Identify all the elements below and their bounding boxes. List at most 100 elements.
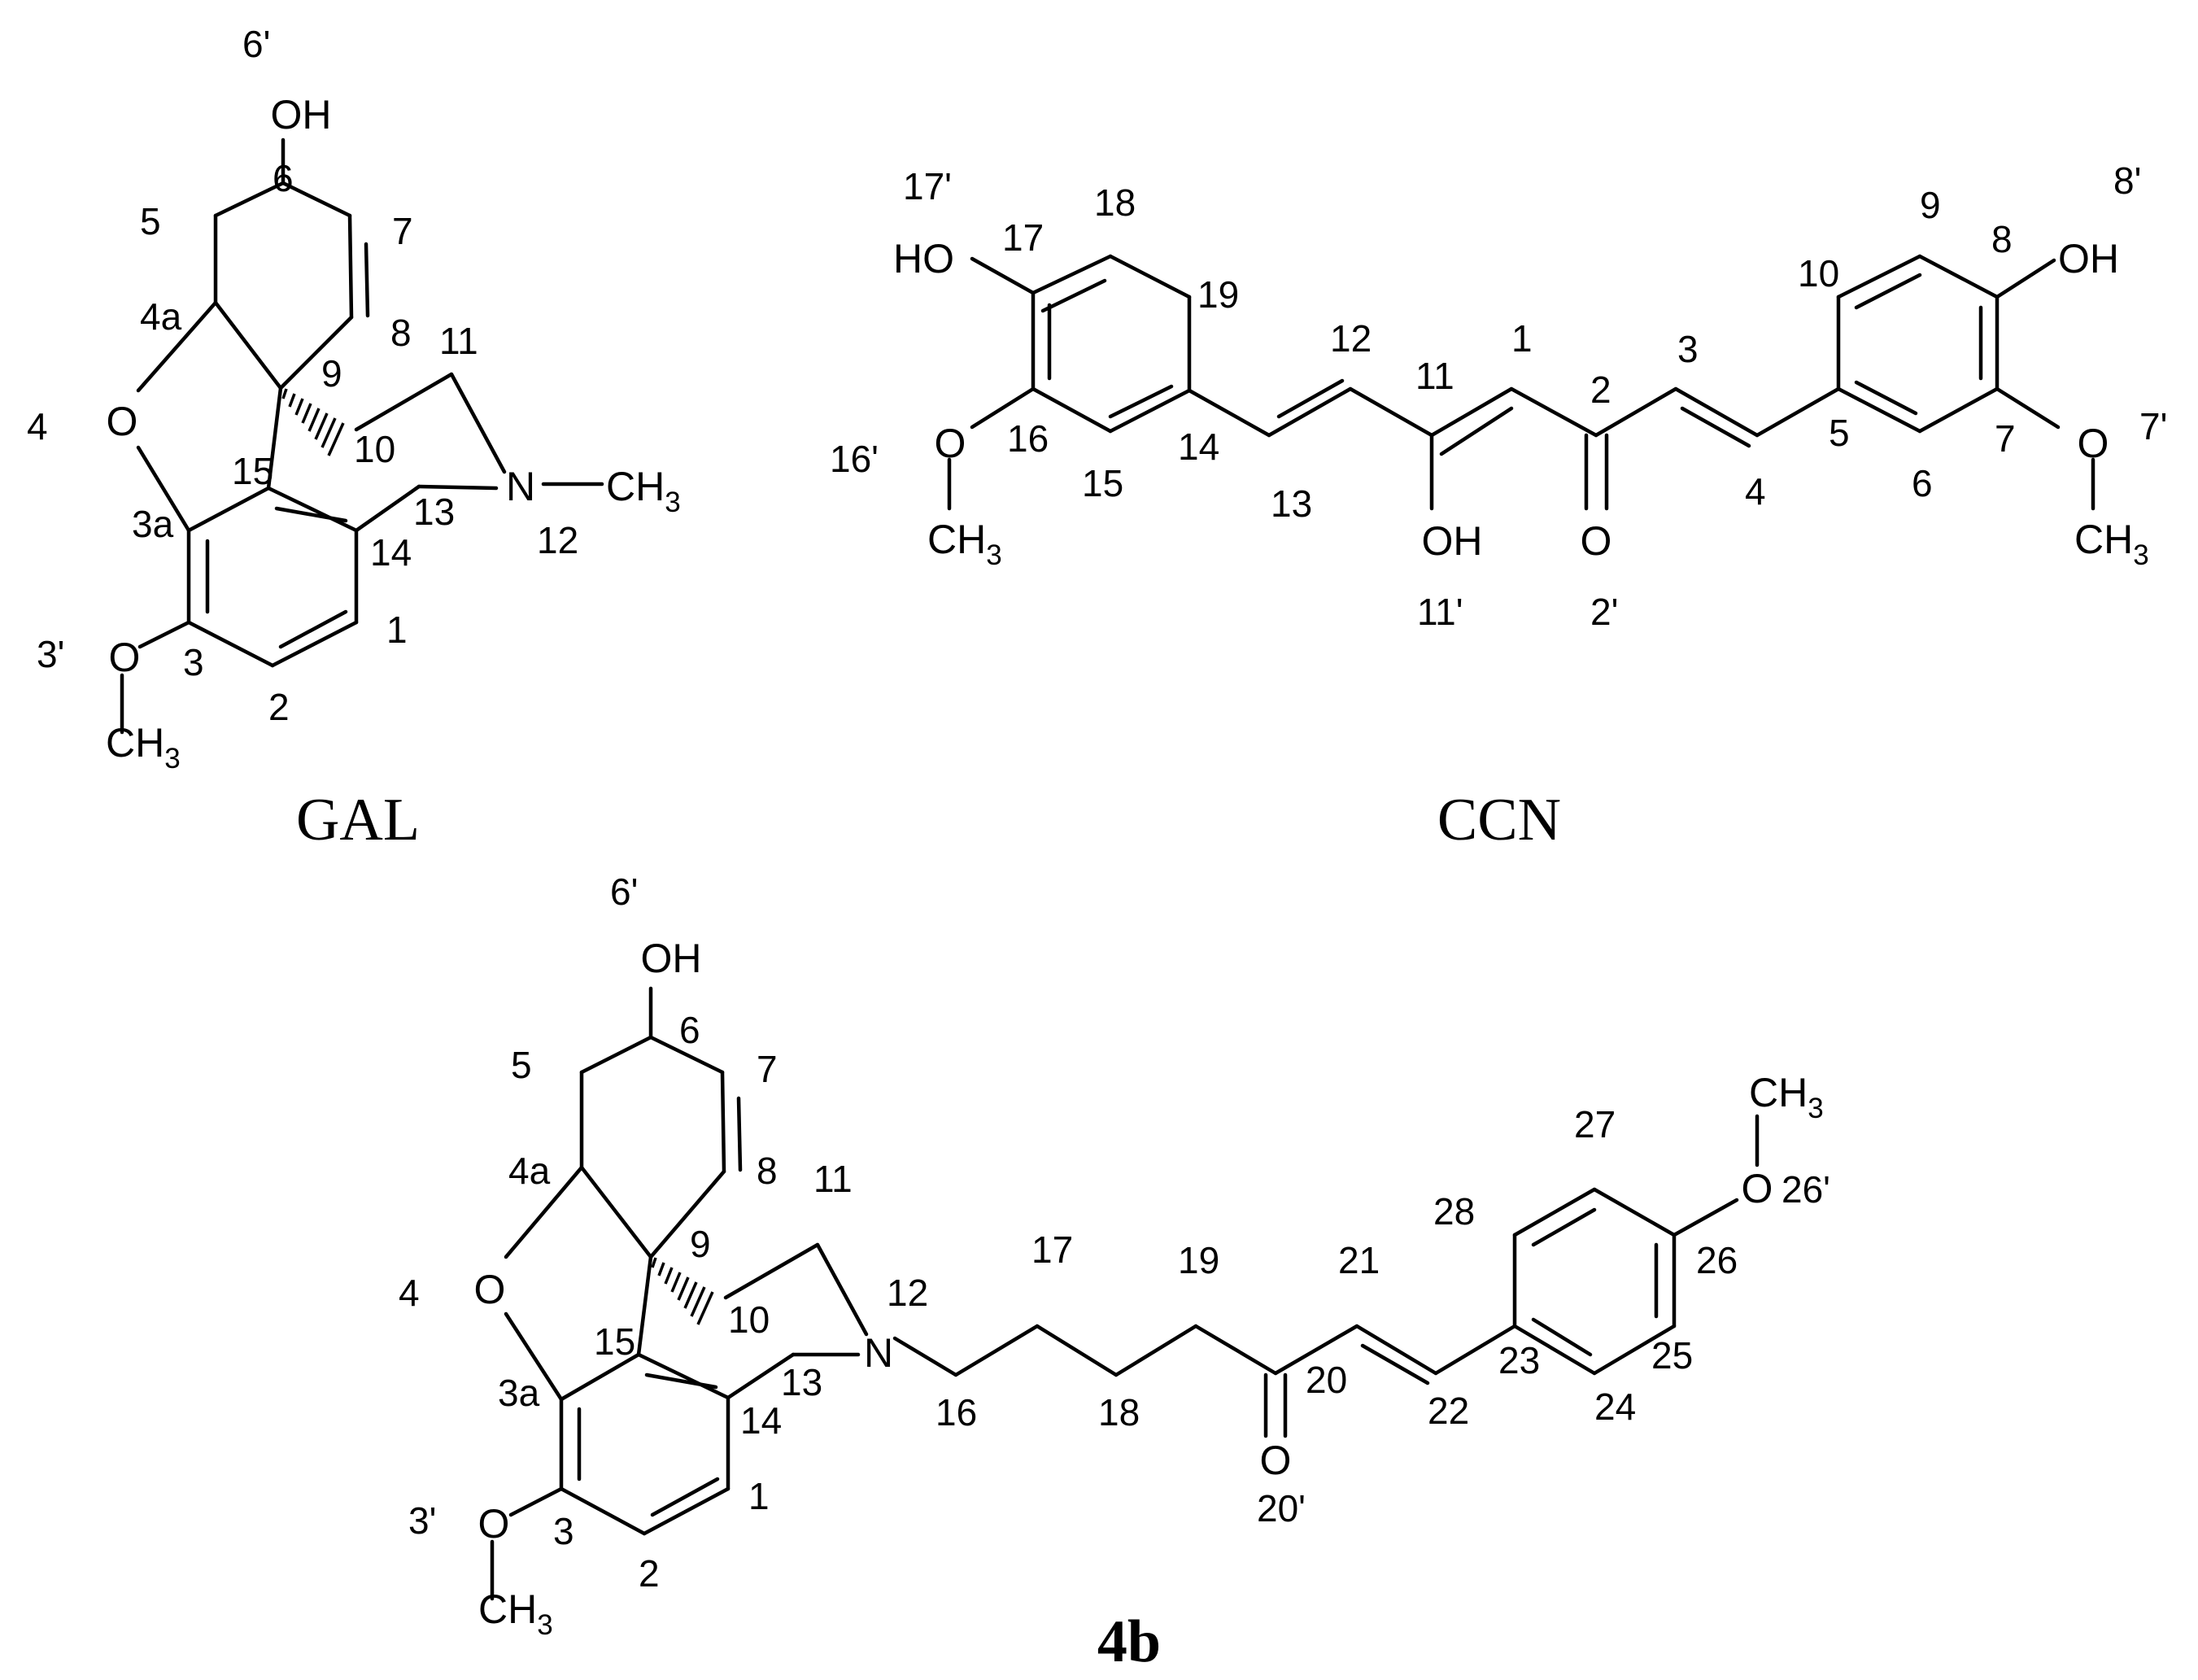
- gal-bond: [274, 506, 348, 523]
- gal-hashed-bond: [281, 388, 345, 456]
- cmp4b-bond: [953, 1324, 1040, 1377]
- cmp4b-atom-number: 17: [1031, 1228, 1073, 1271]
- ccn-left-methyl-label: CH3: [927, 517, 1002, 571]
- cmp4b-hashed-bond: [651, 1257, 714, 1325]
- gal-bond: [266, 486, 359, 533]
- ccn-left-methoxy-oxygen-label: O: [935, 421, 966, 466]
- ccn-bond: [1439, 406, 1514, 456]
- cmp4b-bond: [736, 1096, 743, 1172]
- cmp4b-atom-number: 11: [813, 1158, 853, 1200]
- cmp4b-bond: [1114, 1324, 1198, 1377]
- ccn-atom-number: 7: [1995, 417, 2016, 460]
- ccn-bond: [1040, 278, 1107, 313]
- cmp4b-bond: [644, 1372, 718, 1390]
- gal-bond: [136, 445, 191, 533]
- cmp4b-bond: [815, 1242, 869, 1337]
- gal-bond: [364, 242, 370, 318]
- cmp4b-bond: [1193, 1324, 1278, 1376]
- cmp4b-atom-number: 3: [553, 1510, 574, 1552]
- gal-atom-number: 8: [390, 312, 412, 354]
- gal-atom-number: 7: [392, 210, 413, 252]
- cmp4b-atom-number: 4: [399, 1272, 420, 1314]
- cmp4b-bond: [1035, 1324, 1119, 1377]
- cmp4b-bond: [1354, 1324, 1438, 1376]
- cmp4b-atom-number: 1: [748, 1475, 770, 1517]
- gal-methoxy-methyl-label: CH3: [106, 720, 181, 775]
- ccn-bond: [1917, 254, 2000, 299]
- gal-atom-number: 2: [268, 686, 290, 728]
- compound-4b-structure: OH O O N CH3 O O CH3 6' 6 5 7 4a 8 11 9 …: [399, 871, 1830, 1675]
- ccn-enol-hydroxyl-label: OH: [1422, 518, 1483, 564]
- ccn-bond: [1509, 386, 1598, 438]
- cmp4b-atom-number: 12: [887, 1272, 928, 1314]
- cmp4b-methoxy-methyl-label: CH3: [478, 1586, 553, 1641]
- cmp4b-bond: [1512, 1324, 1597, 1376]
- cmp4b-atom-number: 19: [1178, 1239, 1219, 1281]
- ccn-atom-number: 8': [2113, 159, 2141, 202]
- cmp4b-atom-number: 26': [1782, 1168, 1830, 1211]
- ccn-atom-number: 1: [1511, 317, 1533, 360]
- ccn-bond: [970, 386, 1036, 430]
- ccn-caption: CCN: [1437, 787, 1561, 853]
- cmp4b-ring-oxygen-label: O: [474, 1267, 506, 1312]
- ccn-atom-number: 5: [1829, 412, 1850, 454]
- cmp4b-atom-number: 3a: [498, 1372, 540, 1414]
- cmp4b-keto-oxygen-label: O: [1260, 1438, 1292, 1483]
- gal-atom-numbers: 6' 6 5 7 4a 8 11 9 4 10 15 3a 13 12 14 3…: [27, 23, 578, 728]
- cmp4b-atom-number: 16: [935, 1391, 977, 1433]
- gal-atom-number: 12: [537, 519, 578, 561]
- cmp4b-atom-number: 9: [690, 1223, 711, 1265]
- cmp4b-atom-number: 14: [740, 1399, 782, 1442]
- gal-bond: [416, 484, 499, 491]
- ccn-atom-number: 9: [1920, 184, 1941, 226]
- gal-bond: [136, 300, 218, 393]
- gal-ring-oxygen-label: O: [107, 399, 138, 444]
- gal-bond: [449, 372, 507, 474]
- cmp4b-atom-number: 27: [1574, 1103, 1616, 1145]
- cmp4b-atom-number: 22: [1428, 1390, 1469, 1432]
- ccn-bond: [1755, 386, 1841, 438]
- ccn-atom-number: 4: [1745, 470, 1766, 513]
- cmp4b-oh-label: OH: [641, 936, 702, 981]
- ccn-bond: [1276, 378, 1345, 419]
- cmp4b-bond: [1273, 1324, 1359, 1376]
- cmp4b-bond: [579, 1035, 653, 1075]
- cmp4b-nitrogen-label: N: [864, 1330, 893, 1376]
- ccn-atom-number: 17': [903, 165, 952, 207]
- cmp4b-bond: [726, 1352, 796, 1400]
- gal-atom-number: 6: [273, 157, 294, 199]
- ccn-bond: [1108, 388, 1192, 434]
- cmp4b-bond: [1433, 1324, 1517, 1376]
- cmp4b-atom-number: 6: [679, 1009, 700, 1051]
- ccn-atom-number: 7': [2139, 405, 2167, 447]
- ccn-atom-number: 3: [1677, 328, 1699, 370]
- cmp4b-atom-number: 3': [408, 1499, 436, 1542]
- cmp4b-atom-number: 28: [1433, 1190, 1475, 1233]
- ccn-bond: [1854, 380, 1918, 416]
- ccn-atom-number: 10: [1798, 252, 1839, 295]
- cmp4b-atom-number: 7: [757, 1048, 778, 1090]
- cmp4b-bond: [1672, 1198, 1739, 1237]
- cmp4b-caption: 4b: [1097, 1608, 1161, 1675]
- cmp4b-atom-number: 20: [1306, 1359, 1347, 1401]
- cmp4b-atom-number: 20': [1257, 1487, 1306, 1529]
- ccn-atom-number: 11: [1415, 355, 1454, 397]
- cmp4b-bond: [1592, 1324, 1677, 1376]
- cmp4b-atom-number: 15: [594, 1320, 635, 1363]
- ccn-bond: [1267, 386, 1353, 438]
- cmp4b-bond: [636, 1352, 730, 1400]
- cmp4b-atom-number: 2: [639, 1552, 660, 1595]
- cmp4b-atom-numbers: 6' 6 5 7 4a 8 11 9 4 10 12 15 3a 13 14 3…: [399, 871, 1830, 1595]
- gal-atom-number: 13: [413, 491, 455, 533]
- cmp4b-bond: [508, 1486, 564, 1517]
- ccn-bond: [1031, 386, 1113, 434]
- ccn-bond: [970, 256, 1036, 295]
- cmp4b-bond: [504, 1165, 584, 1259]
- cmp4b-bond: [559, 1352, 641, 1402]
- ccn-bond: [1836, 254, 1922, 299]
- gal-bond: [137, 620, 191, 649]
- gal-bond: [278, 609, 348, 649]
- ccn-keto-oxygen-label: O: [1581, 518, 1612, 564]
- ccn-atom-number: 18: [1094, 181, 1136, 224]
